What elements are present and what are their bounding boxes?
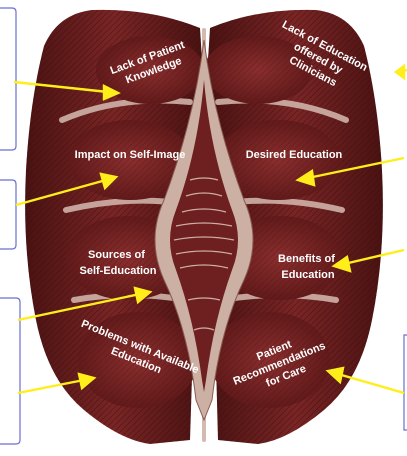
arrow-patient-recommendations [338,374,404,393]
label-desired-education: Desired Education [246,149,343,161]
callout-panel-left-3 [0,298,20,444]
label-impact-self-image: Impact on Self-Image [75,149,186,161]
callout-panel-left-1 [0,8,16,150]
callout-panel-left-2 [0,180,16,249]
